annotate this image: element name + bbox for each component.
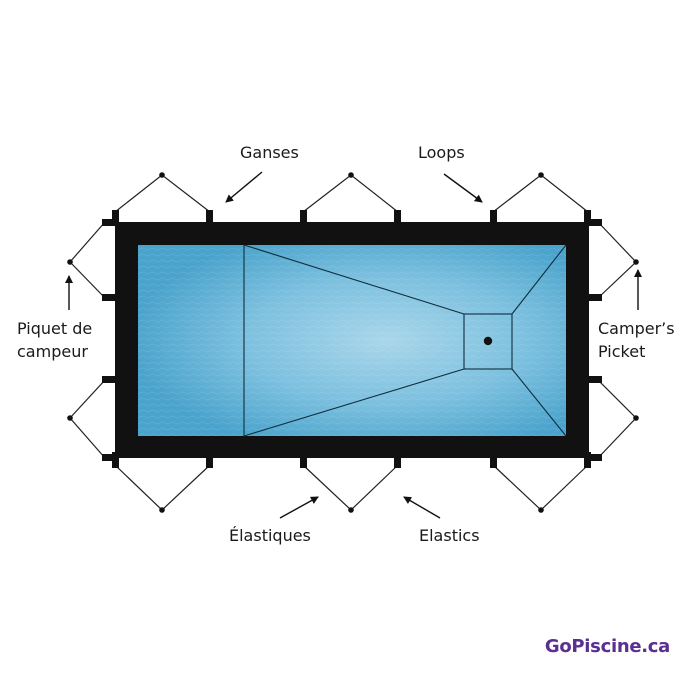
loop-strap <box>586 294 602 301</box>
arrow-loops <box>443 173 483 203</box>
camper-picket-dots <box>67 172 639 513</box>
loop-strap <box>102 294 118 301</box>
picket-dot <box>633 259 639 265</box>
brand-logo: GoPiscine.ca <box>544 636 670 657</box>
elastic-cord <box>597 379 637 459</box>
label-loops: Loops <box>418 143 465 162</box>
picket-dot <box>159 507 165 513</box>
loop-strap <box>206 210 213 226</box>
label-elastiques: Élastiques <box>229 526 311 545</box>
elastic-cord <box>302 174 399 213</box>
loop-strap <box>102 454 118 461</box>
loop-strap <box>490 210 497 226</box>
label-ganses: Ganses <box>240 143 299 162</box>
pool-floor-lines <box>243 244 567 437</box>
elastic-cord <box>597 221 637 299</box>
picket-dot <box>348 172 354 178</box>
loop-strap <box>586 376 602 383</box>
loop-strap <box>102 219 118 226</box>
label-campers-line2: Picket <box>598 342 646 361</box>
arrow-ganses <box>225 171 263 203</box>
picket-dot <box>538 172 544 178</box>
picket-dot <box>159 172 165 178</box>
elastic-cord <box>114 464 211 511</box>
loop-strap <box>112 210 119 226</box>
picket-dot <box>633 415 639 421</box>
arrow-elastics <box>403 496 441 519</box>
elastic-cord <box>302 464 399 511</box>
label-elastics: Elastics <box>419 526 480 545</box>
loop-strap <box>102 376 118 383</box>
elastic-cord <box>69 221 106 299</box>
picket-dot <box>67 415 73 421</box>
loop-strap <box>300 210 307 226</box>
loop-strap <box>300 452 307 468</box>
arrow-elastiques <box>279 496 319 519</box>
loop-strap <box>490 452 497 468</box>
loop-strap <box>394 210 401 226</box>
label-piquet-line2: campeur <box>17 342 88 361</box>
arrows <box>65 171 642 519</box>
elastic-cord <box>114 174 211 213</box>
elastic-cord <box>69 379 106 459</box>
deep-end-square <box>463 313 513 370</box>
loop-strap <box>586 219 602 226</box>
elastic-cord <box>492 174 589 213</box>
pool-water <box>138 245 566 436</box>
picket-dot <box>348 507 354 513</box>
label-piquet-line1: Piquet de <box>17 319 93 338</box>
loops <box>102 210 602 468</box>
elastic-cord <box>492 464 589 511</box>
loop-strap <box>206 452 213 468</box>
loop-strap <box>586 454 602 461</box>
picket-dot <box>538 507 544 513</box>
picket-dot <box>67 259 73 265</box>
loop-strap <box>584 210 591 226</box>
loop-strap <box>394 452 401 468</box>
label-campers-line1: Camper’s <box>598 319 675 338</box>
main-drain <box>483 336 493 346</box>
